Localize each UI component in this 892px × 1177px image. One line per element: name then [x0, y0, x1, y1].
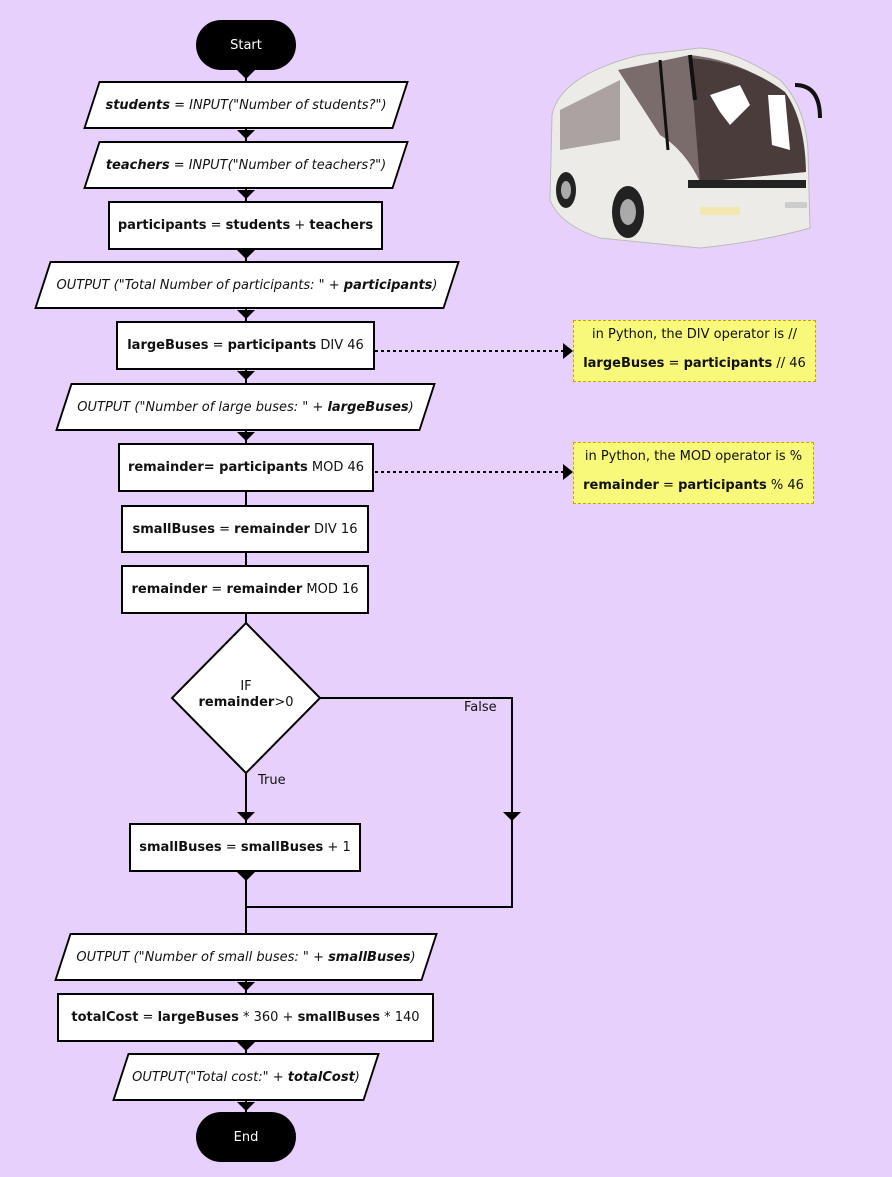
var-participants: participants	[683, 356, 773, 371]
output-small-buses: OUTPUT ("Number of small buses: " + smal…	[54, 933, 438, 981]
op-text: * 360 +	[238, 1010, 298, 1025]
var-participants: participants	[219, 460, 308, 475]
var-remainder: remainder	[234, 521, 310, 537]
var-remainder: remainder	[198, 695, 275, 710]
decision-label: IF remainder>0	[186, 679, 306, 711]
op-text: // 46	[772, 356, 806, 371]
coach-bus-icon	[549, 47, 822, 249]
var-largebuses: largeBuses	[157, 1010, 239, 1025]
start-terminal: Start	[196, 20, 296, 70]
output-text: OUTPUT ("Total Number of participants: "…	[56, 277, 344, 293]
note-mod-line1: in Python, the MOD operator is %	[584, 449, 803, 464]
var-teachers: teachers	[105, 157, 170, 173]
op-text: DIV 46	[316, 338, 364, 353]
var-totalcost: totalCost	[71, 1010, 139, 1025]
process-participants: participants = students + teachers	[108, 201, 383, 250]
op-text: =	[207, 582, 227, 597]
var-teachers: teachers	[309, 218, 374, 233]
end-label: End	[233, 1129, 259, 1145]
note-div-line1: in Python, the DIV operator is //	[592, 327, 797, 342]
output-text: OUTPUT ("Number of large buses: " +	[77, 399, 328, 415]
var-largebuses: largeBuses	[127, 338, 209, 353]
op-text: =	[138, 1010, 158, 1025]
op-text: =	[664, 356, 684, 371]
op-text: MOD 16	[302, 582, 359, 597]
var-participants: participants	[343, 277, 433, 293]
output-text: )	[408, 399, 414, 415]
op-text: * 140	[380, 1010, 420, 1025]
var-students: students	[225, 218, 291, 233]
op-text: DIV 16	[309, 521, 358, 537]
var-smallbuses: smallBuses	[240, 840, 324, 855]
op-text: +	[290, 218, 310, 233]
op-text: % 46	[766, 478, 804, 493]
false-label: False	[464, 700, 497, 715]
process-small-buses-increment: smallBuses = smallBuses + 1	[129, 823, 361, 872]
output-total-cost: OUTPUT("Total cost:" + totalCost)	[112, 1053, 380, 1101]
process-small-buses-div: smallBuses = remainder DIV 16	[121, 505, 369, 553]
op-text: =	[658, 478, 679, 493]
input-students: students = INPUT("Number of students?")	[83, 81, 409, 129]
output-text: )	[410, 949, 416, 965]
note-python-div: in Python, the DIV operator is // largeB…	[573, 320, 816, 382]
op-text: =	[206, 218, 226, 233]
var-largebuses: largeBuses	[583, 356, 665, 371]
var-smallbuses: smallBuses	[297, 1010, 380, 1025]
output-text: )	[432, 277, 438, 293]
process-remainder-mod-46: remainder= participants MOD 46	[118, 443, 374, 492]
var-remainder: remainder	[226, 582, 303, 597]
op-text: MOD 46	[307, 460, 365, 475]
var-remainder: remainder	[583, 478, 659, 493]
var-smallbuses: smallBuses	[132, 521, 215, 537]
input-students-text: = INPUT("Number of students?")	[170, 97, 387, 113]
end-terminal: End	[196, 1112, 296, 1162]
var-smallbuses: smallBuses	[328, 949, 411, 965]
var-largebuses: largeBuses	[327, 399, 409, 415]
output-total-participants: OUTPUT ("Total Number of participants: "…	[34, 261, 460, 309]
op-text: =	[203, 460, 220, 475]
input-teachers: teachers = INPUT("Number of teachers?")	[83, 141, 409, 189]
input-teachers-text: = INPUT("Number of teachers?")	[169, 157, 387, 173]
op-text: + 1	[323, 840, 351, 855]
arrowhead	[563, 464, 573, 480]
var-participants: participants	[227, 338, 317, 353]
output-text: )	[354, 1069, 360, 1085]
op-text: =	[214, 521, 235, 537]
arrowhead	[563, 343, 573, 359]
process-total-cost: totalCost = largeBuses * 360 + smallBuse…	[57, 993, 434, 1042]
var-participants: participants	[678, 478, 767, 493]
op-text: =	[221, 840, 241, 855]
decision-condition: >0	[274, 695, 294, 710]
var-smallbuses: smallBuses	[139, 840, 222, 855]
var-students: students	[105, 97, 171, 113]
var-totalcost: totalCost	[287, 1069, 355, 1085]
start-label: Start	[230, 37, 262, 53]
process-remainder-mod-16: remainder = remainder MOD 16	[121, 565, 369, 614]
note-python-mod: in Python, the MOD operator is % remaind…	[573, 442, 814, 504]
true-label: True	[258, 773, 286, 788]
output-large-buses: OUTPUT ("Number of large buses: " + larg…	[55, 383, 436, 431]
var-remainder: remainder	[131, 582, 208, 597]
process-large-buses: largeBuses = participants DIV 46	[116, 321, 375, 370]
var-remainder: remainder	[127, 460, 204, 475]
decision-diamond	[170, 621, 322, 775]
var-participants: participants	[117, 218, 207, 233]
op-text: =	[208, 338, 228, 353]
output-text: OUTPUT("Total cost:" +	[132, 1069, 288, 1085]
output-text: OUTPUT ("Number of small buses: " +	[76, 949, 329, 965]
decision-if: IF	[240, 679, 252, 694]
